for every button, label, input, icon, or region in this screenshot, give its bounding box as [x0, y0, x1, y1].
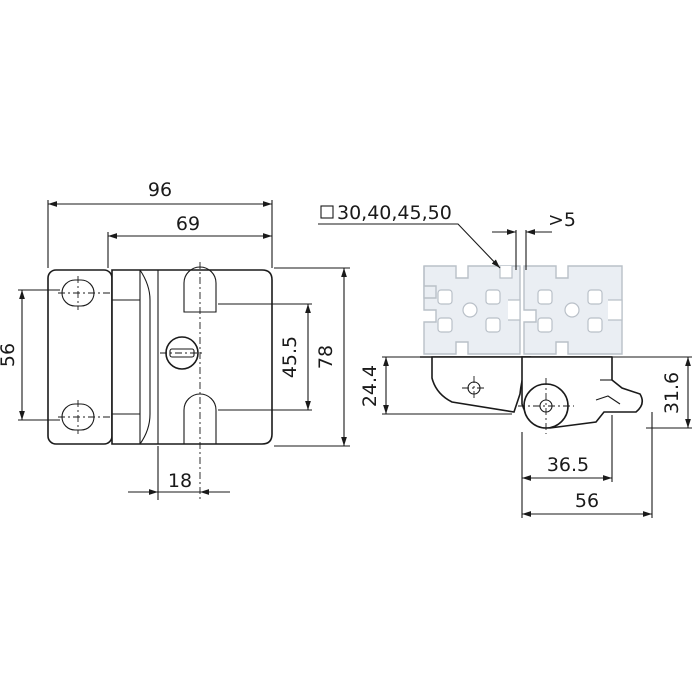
left-plate [47, 269, 113, 445]
mounting-slot [183, 393, 217, 445]
dim-overall-height: 78 [315, 345, 337, 369]
aluminium-profile-right [523, 265, 623, 355]
hinge-pin [523, 383, 569, 429]
dim-gap: >5 [548, 209, 576, 231]
dim-overall-width: 96 [148, 179, 172, 201]
dim-base-height: 24.4 [359, 365, 381, 407]
dim-total-height: 31.6 [661, 372, 683, 414]
side-view: 30,40,45,50 >5 24.4 31.6 36.5 56 [318, 202, 692, 518]
dim-body-width: 69 [176, 213, 200, 235]
knuckle-curve [139, 269, 151, 445]
mounting-slot [183, 266, 217, 313]
dim-slot-width: 18 [168, 470, 192, 492]
hinge-left-leaf [431, 356, 532, 413]
dim-hinge-offset: 36.5 [547, 454, 589, 476]
dim-hole-spacing: 56 [0, 343, 19, 367]
front-view: 96 69 56 45.5 78 18 [0, 179, 350, 500]
dim-slot-spacing: 45.5 [279, 336, 301, 378]
dim-side-length: 56 [575, 490, 599, 512]
profile-square-symbol [320, 205, 334, 219]
aluminium-profile-left [423, 265, 521, 355]
dim-profile-sizes: 30,40,45,50 [337, 202, 452, 224]
